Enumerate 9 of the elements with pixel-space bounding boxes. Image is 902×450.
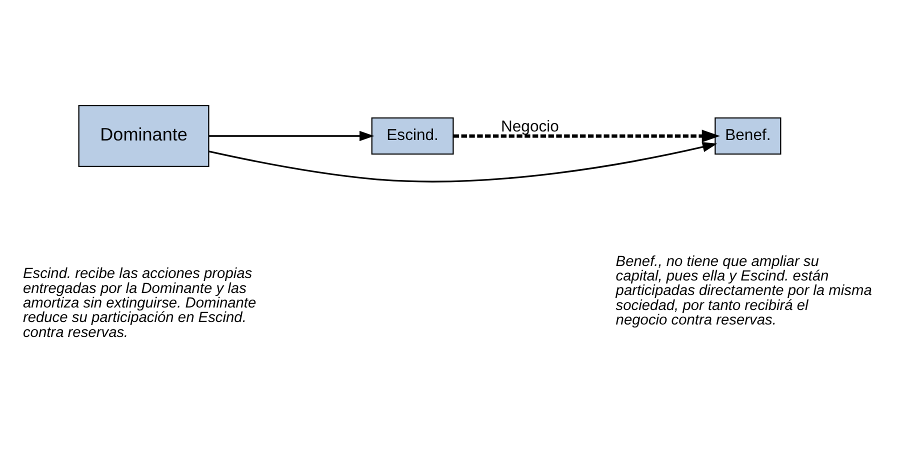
arrow bbox=[453, 129, 720, 142]
arrow bbox=[208, 130, 374, 141]
edge-label: Negocio bbox=[500, 118, 558, 136]
label: Benef., no tiene que ampliar su capital, pues ella y Escind. están participadas directamente por la misma sociedad, por tanto recibirá el negocio contra reservas. bbox=[615, 253, 872, 328]
arrow bbox=[208, 141, 717, 182]
label: Escind. recibe las acciones propias entregadas por la Dominante y las amortiza sin extinguirse. Dominante reduce su participación en Escind. contra reservas. bbox=[22, 266, 256, 340]
node-box: Escind. bbox=[370, 116, 454, 154]
node-box: Dominante bbox=[78, 104, 209, 167]
node-box: Benef. bbox=[714, 116, 781, 154]
